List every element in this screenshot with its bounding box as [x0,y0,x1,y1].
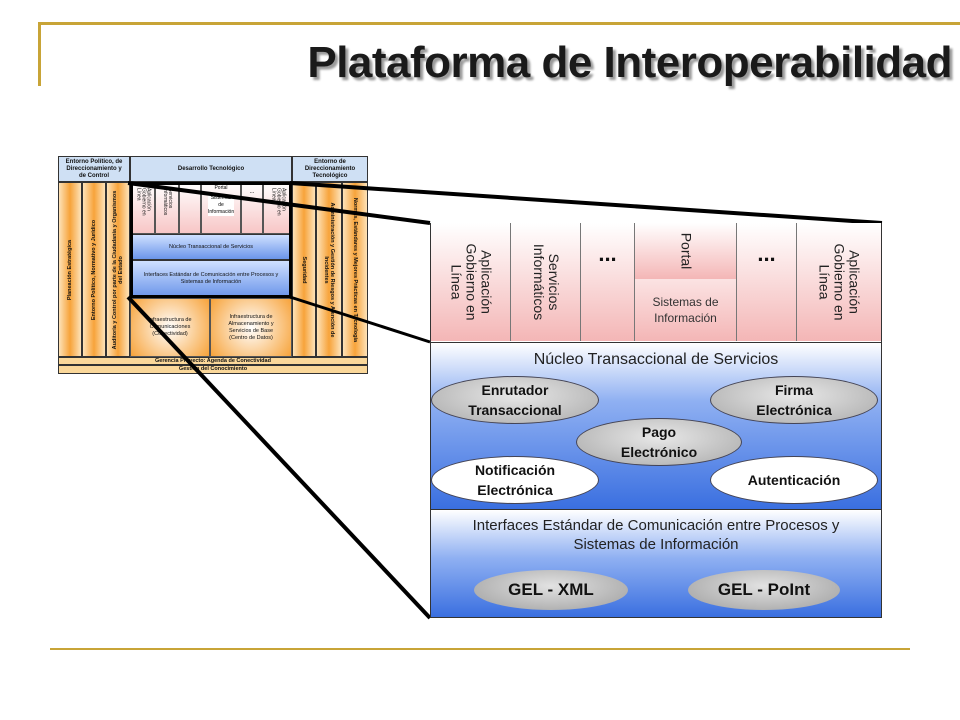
overview-left-bar: Planeación Estratégica [58,182,82,357]
overview-header-center: Desarrollo Tecnológico [130,156,292,182]
bottom-rule [50,648,910,650]
overview-infra-datacenter: Infraestructura de Almacenamiento y Serv… [210,298,292,357]
enrutador-service: Enrutador Transaccional [431,376,599,424]
detail-column-portal: Portal Sistemas de Información [635,223,737,341]
detail-column-label: Servicios Informáticos [530,243,562,321]
detail-column-ellipsis: ... [598,241,617,266]
overview-right-bar-label: Administración y Gestión de Riesgos y At… [323,202,335,337]
overview-left-bar-label: Auditoría y Control por parte de la Ciud… [112,190,124,349]
detail-column-label: Aplicación Gobierno en Línea [448,243,494,321]
overview-left-bar: Entorno Político, Normativo y Jurídico [82,182,106,357]
top-rule [40,22,960,25]
detail-column-label: Aplicación Gobierno en Línea [816,243,863,321]
pago-service: Pago Electrónico [576,418,742,466]
overview-header-right: Entorno de Direccionamiento Tecnológico [292,156,368,182]
overview-right-bar: Seguridad [292,182,316,357]
interfaces-title: Interfaces Estándar de Comunicación entr… [472,517,840,553]
detail-column-ellipsis: ... [757,241,776,266]
overview-selection-box [130,182,292,298]
sistemas-label: Sistemas de Información [652,295,719,325]
overview-band-knowledge: Gestión del Conocimiento [58,365,368,374]
overview-right-bar-label: Normas, Estándares y Mejores Prácticas e… [352,197,358,342]
detail-column: Servicios Informáticos [511,223,581,341]
connector-line [289,181,883,225]
detail-column: Aplicación Gobierno en Línea [431,223,511,341]
overview-band-project: Gerencia Proyecto: Agenda de Conectivida… [58,357,368,365]
overview-right-bar: Normas, Estándares y Mejores Prácticas e… [342,182,368,357]
detail-column: Aplicación Gobierno en Línea [797,223,881,341]
gel-point-format: GEL - PoInt [688,570,840,610]
overview-nucleo: Núcleo Transaccional de Servicios [130,234,292,260]
overview-right-bar-label: Seguridad [301,256,307,283]
portal-label: Portal [678,232,694,270]
notificacion-service: Notificación Electrónica [431,456,599,504]
overview-interfaces: Interfaces Estándar de Comunicación entr… [130,260,292,298]
nucleo-title: Núcleo Transaccional de Servicios [533,351,779,368]
detail-column: ... [737,223,797,341]
gel-xml-format: GEL - XML [474,570,628,610]
overview-diagram: Entorno Político, de Direccionamiento y … [58,156,368,374]
overview-right-bar: Administración y Gestión de Riesgos y At… [316,182,342,357]
page-title: Plataforma de Interoperabilidad [307,38,952,87]
sistemas-box: Sistemas de Información [635,279,736,341]
overview-header-left: Entorno Político, de Direccionamiento y … [58,156,130,182]
overview-left-bar-label: Planeación Estratégica [67,239,73,300]
overview-left-bar-label: Entorno Político, Normativo y Jurídico [91,219,97,320]
overview-infra-comms: Infraestructura de Comunicaciones (Conec… [130,298,210,357]
firma-service: Firma Electrónica [710,376,878,424]
detail-column: ... [581,223,635,341]
portal-box: Portal [635,223,736,280]
left-rule [38,22,41,86]
overview-left-bar: Auditoría y Control por parte de la Ciud… [106,182,130,357]
autenticacion-service: Autenticación [710,456,878,504]
